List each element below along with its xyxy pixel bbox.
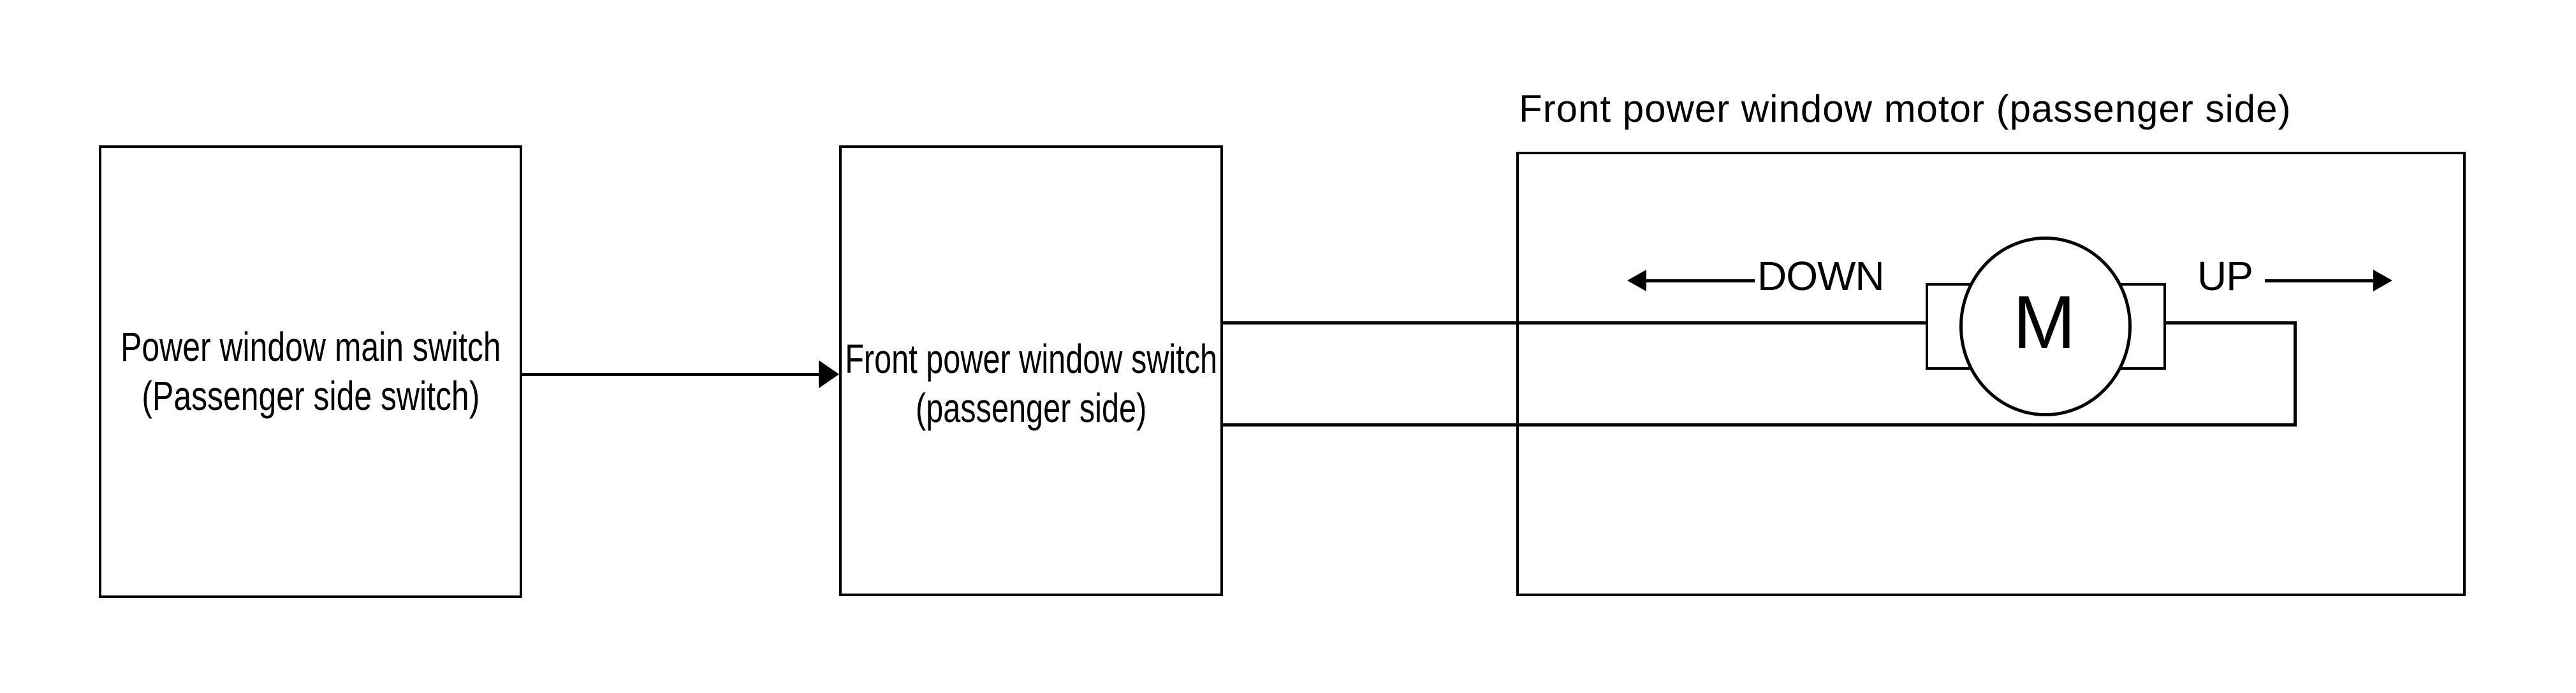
- wire-motor-to-switch-bottom: [1223, 423, 2297, 427]
- main-switch-box: Power window main switch (Passenger side…: [99, 145, 522, 598]
- main-switch-label-line1: Power window main switch: [120, 324, 501, 370]
- arrowhead-right-icon: [819, 360, 839, 388]
- wire-motor-right-vertical: [2294, 321, 2297, 427]
- up-direction-label: UP: [2197, 253, 2253, 299]
- main-switch-label: Power window main switch (Passenger side…: [121, 323, 501, 421]
- arrowhead-left-icon: [1627, 270, 1646, 291]
- down-direction-label: DOWN: [1757, 253, 1885, 299]
- front-switch-box: Front power window switch (passenger sid…: [839, 145, 1223, 596]
- front-switch-label-line2: (passenger side): [915, 384, 1147, 431]
- wire-switch-to-motor-top: [1223, 321, 1927, 325]
- motor-box: [1516, 152, 2466, 596]
- wire-motor-right-horizontal: [2163, 321, 2297, 325]
- front-switch-label: Front power window switch (passenger sid…: [845, 335, 1217, 433]
- up-arrow-shaft: [2265, 279, 2375, 282]
- connector-main-to-front: [522, 373, 820, 376]
- main-switch-label-line2: (Passenger side switch): [142, 373, 479, 419]
- arrowhead-right-icon: [2373, 270, 2392, 291]
- motor-box-title: Front power window motor (passenger side…: [1519, 87, 2292, 130]
- motor-letter: M: [2012, 281, 2076, 365]
- motor-circle: [1959, 237, 2132, 416]
- front-switch-label-line1: Front power window switch: [845, 335, 1217, 382]
- down-arrow-shaft: [1646, 279, 1755, 282]
